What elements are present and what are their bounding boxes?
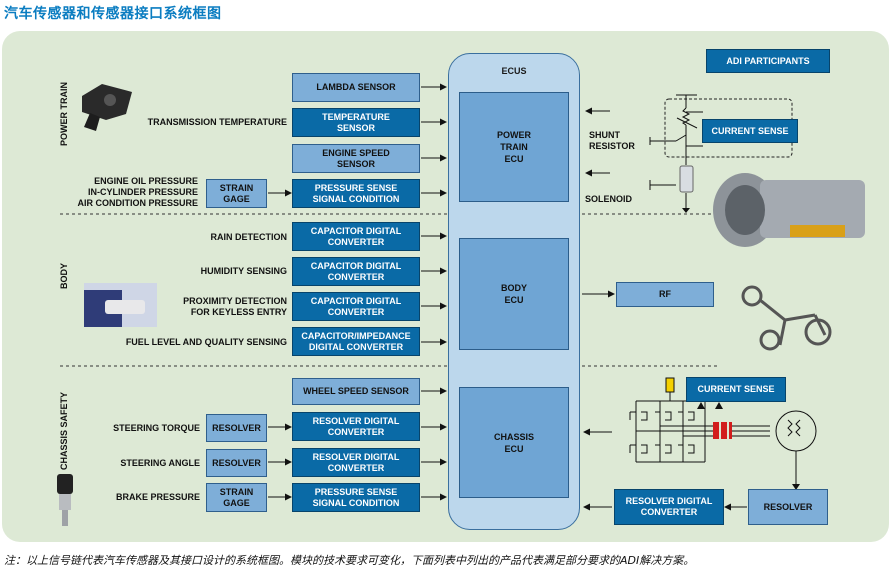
solenoid-label: SOLENOID (585, 194, 633, 204)
keyless-entry-photo (84, 283, 157, 327)
humidity-sensing-label: HUMIDITY SENSING (200, 266, 287, 276)
section-power-train: POWER TRAIN (59, 82, 69, 146)
current-sense-block-power: CURRENT SENSE (702, 119, 798, 143)
page-title: 汽车传感器和传感器接口系统框图 (4, 6, 222, 22)
lambda-sensor-block: LAMBDA SENSOR (292, 73, 420, 102)
fuel-level-label: FUEL LEVEL AND QUALITY SENSING (125, 337, 287, 347)
ecus-label: ECUS (501, 66, 527, 76)
cdc-humidity-block: CAPACITOR DIGITAL CONVERTER (292, 257, 420, 286)
pressure-sense-block: PRESSURE SENSE SIGNAL CONDITION (292, 179, 420, 208)
rf-block: RF (616, 282, 714, 307)
capacitor-impedance-block: CAPACITOR/IMPEDANCE DIGITAL CONVERTER (292, 327, 420, 356)
resolver-angle-block: RESOLVER (206, 449, 267, 477)
adi-participants-legend: ADI PARTICIPANTS (706, 49, 830, 73)
resolver-torque-block: RESOLVER (206, 414, 267, 442)
suspension-illustration (741, 285, 832, 351)
steering-torque-label: STEERING TORQUE (113, 423, 200, 433)
cdc-rain-block: CAPACITOR DIGITAL CONVERTER (292, 222, 420, 251)
shunt-resistor-label: SHUNT RESISTOR (589, 130, 635, 151)
section-body: BODY (59, 262, 69, 289)
transmission-temperature-label: TRANSMISSION TEMPERATURE (147, 117, 287, 127)
cdc-proximity-block: CAPACITOR DIGITAL CONVERTER (292, 292, 420, 321)
proximity-detection-label: PROXIMITY DETECTION FOR KEYLESS ENTRY (183, 296, 287, 317)
engine-speed-sensor-block: ENGINE SPEED SENSOR (292, 144, 420, 173)
temperature-sensor-block: TEMPERATURE SENSOR (292, 108, 420, 137)
steering-angle-label: STEERING ANGLE (120, 458, 200, 468)
wheel-speed-sensor-block: WHEEL SPEED SENSOR (292, 378, 420, 405)
map-sensor-illustration (82, 84, 132, 131)
pressure-labels: ENGINE OIL PRESSURE IN-CYLINDER PRESSURE… (77, 176, 198, 208)
rdc-motor-block: RESOLVER DIGITAL CONVERTER (614, 489, 724, 525)
transmission-illustration (713, 173, 865, 247)
rain-detection-label: RAIN DETECTION (210, 232, 288, 242)
rdc-angle-block: RESOLVER DIGITAL CONVERTER (292, 448, 420, 477)
strain-gage-block: STRAIN GAGE (206, 179, 267, 208)
body-ecu: BODY ECU (459, 238, 569, 350)
current-sense-block-chassis: CURRENT SENSE (686, 377, 786, 402)
resolver-motor-block: RESOLVER (748, 489, 828, 525)
pressure-sensor-illustration (57, 474, 73, 526)
strain-gage-brake-block: STRAIN GAGE (206, 483, 267, 512)
section-chassis-safety: CHASSIS SAFETY (59, 391, 69, 470)
rdc-torque-block: RESOLVER DIGITAL CONVERTER (292, 412, 420, 441)
footnote: 注：以上信号链代表汽车传感器及其接口设计的系统框图。模块的技术要求可变化，下面列… (4, 554, 695, 567)
chassis-ecu: CHASSIS ECU (459, 387, 569, 498)
power-train-ecu: POWER TRAIN ECU (459, 92, 569, 202)
brake-pressure-label: BRAKE PRESSURE (115, 492, 200, 502)
pressure-sense-brake-block: PRESSURE SENSE SIGNAL CONDITION (292, 483, 420, 512)
